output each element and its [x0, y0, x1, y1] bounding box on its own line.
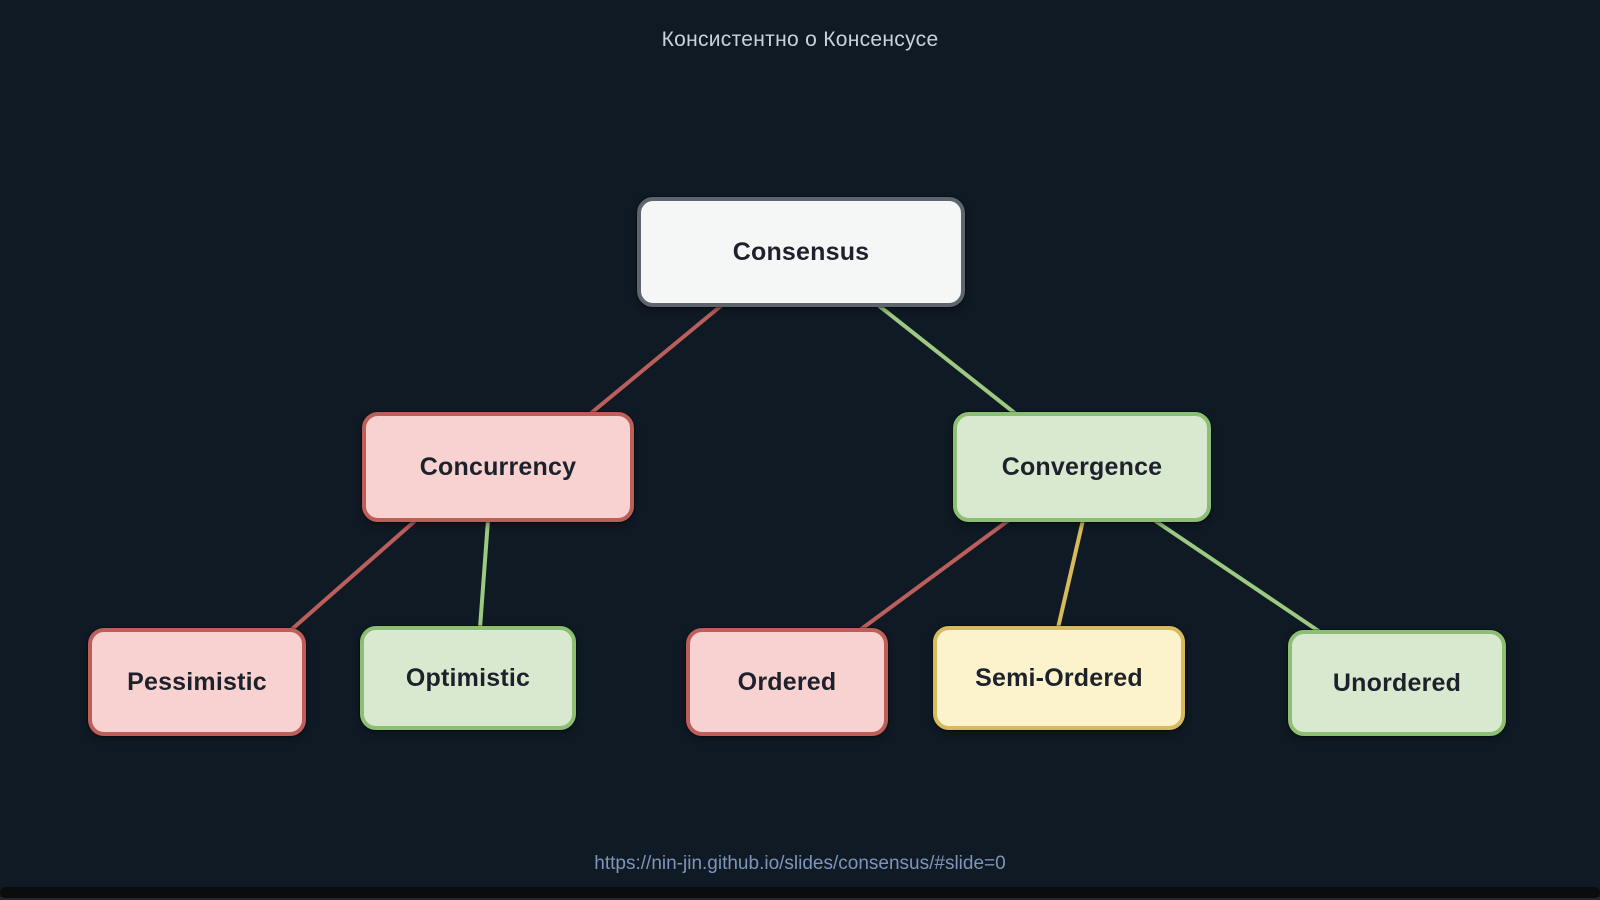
node-semi-ordered: Semi-Ordered — [933, 626, 1185, 730]
page-title: Консистентно о Консенсусе — [661, 28, 939, 51]
node-label-consensus: Consensus — [732, 237, 870, 266]
node-convergence: Convergence — [953, 412, 1211, 522]
footer-url[interactable]: https://nin-jin.github.io/slides/consens… — [594, 853, 1006, 874]
edge-concurrency-pessimistic — [289, 518, 418, 632]
node-label-semi-ordered: Semi-Ordered — [975, 663, 1143, 692]
node-label-convergence: Convergence — [1001, 452, 1163, 481]
node-label-concurrency: Concurrency — [419, 452, 577, 481]
bottom-strip — [0, 897, 1600, 900]
node-consensus: Consensus — [637, 197, 965, 307]
node-optimistic: Optimistic — [360, 626, 576, 730]
node-pessimistic: Pessimistic — [88, 628, 306, 736]
node-label-pessimistic: Pessimistic — [127, 667, 267, 696]
node-label-optimistic: Optimistic — [405, 663, 531, 692]
edge-concurrency-optimistic — [478, 518, 490, 630]
node-ordered: Ordered — [686, 628, 888, 736]
edge-convergence-ordered — [858, 518, 1011, 632]
node-label-unordered: Unordered — [1332, 668, 1462, 697]
edge-convergence-semi-ordered — [1056, 518, 1085, 630]
edge-convergence-unordered — [1152, 518, 1325, 636]
progress-bar — [0, 887, 1600, 898]
node-concurrency: Concurrency — [362, 412, 634, 522]
edge-consensus-convergence — [876, 303, 1018, 416]
edge-consensus-concurrency — [588, 303, 724, 416]
node-label-ordered: Ordered — [737, 667, 837, 696]
node-unordered: Unordered — [1288, 630, 1506, 736]
